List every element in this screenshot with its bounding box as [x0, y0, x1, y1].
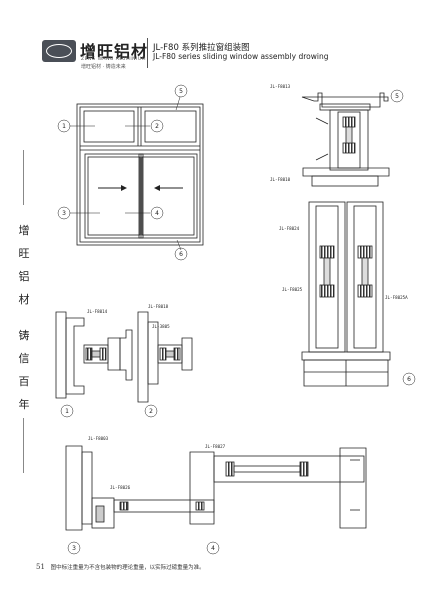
sidebar-char: 增: [18, 224, 30, 237]
callout-number: 6: [179, 251, 183, 258]
section-mullion: [55, 311, 193, 403]
footer-note: 图中标注重量为不含包装物的理论重量，以实际过磅重量为准。: [50, 565, 205, 571]
profile-label: JL-F8018: [148, 304, 169, 309]
page-subtitle: JL-F80 series sliding window assembly dr…: [153, 52, 329, 61]
brand-name: 增旺铝材: [80, 42, 149, 61]
section-vertical: [301, 92, 391, 387]
callout-number: 3: [72, 545, 76, 552]
sidebar-char: 旺: [18, 247, 30, 260]
brand-logo: [42, 40, 76, 62]
profile-label: JL-F8025A: [385, 295, 408, 300]
sidebar-divider-bottom: [23, 418, 24, 473]
logo-emblem-icon: [46, 44, 72, 58]
profile-label: JL-3805: [152, 324, 170, 329]
callout-number: 2: [155, 123, 159, 130]
profile-label: JL-F8013: [270, 84, 291, 89]
callout-number: 2: [149, 408, 153, 415]
footer-note-row: 51 图中标注重量为不含包装物的理论重量，以实际过磅重量为准。: [36, 563, 205, 571]
sidebar-char: 百: [18, 375, 30, 388]
header-divider: [147, 38, 148, 68]
callout-number: 1: [62, 123, 66, 130]
callout-number: 5: [179, 88, 183, 95]
sidebar-char: 信: [18, 352, 30, 365]
profile-label: JL-F8014: [87, 309, 108, 314]
sidebar-char: 年: [18, 398, 30, 411]
callout-number: 4: [155, 210, 159, 217]
section-horizontal: [65, 445, 367, 531]
profile-label: JL-F8026: [110, 485, 131, 490]
sidebar-char: 铸: [18, 329, 30, 342]
callout-number: 1: [65, 408, 69, 415]
callout-number: 4: [211, 545, 215, 552]
callout-number: 6: [407, 376, 411, 383]
brand-slogan: 增旺铝材 · 铸造未来: [81, 64, 126, 70]
page-number: 51: [36, 563, 45, 571]
sidebar-char: 材: [18, 293, 30, 306]
sidebar-divider-top: [23, 150, 24, 205]
profile-label: JL-F8010: [270, 177, 291, 182]
profile-label: JL-F8003: [88, 436, 109, 441]
window-elevation: [76, 103, 204, 246]
page-title: JL-F80 系列推拉窗组装图: [153, 43, 250, 53]
callout-number: 5: [395, 93, 399, 100]
profile-label: JL-F8024: [279, 226, 300, 231]
brand-english: ZENG WANG ALUMINIUM: [81, 57, 147, 62]
sidebar-char: 铝: [18, 270, 30, 283]
profile-label: JL-F8027: [205, 444, 226, 449]
callout-number: 3: [62, 210, 66, 217]
profile-label: JL-F8025: [282, 287, 303, 292]
